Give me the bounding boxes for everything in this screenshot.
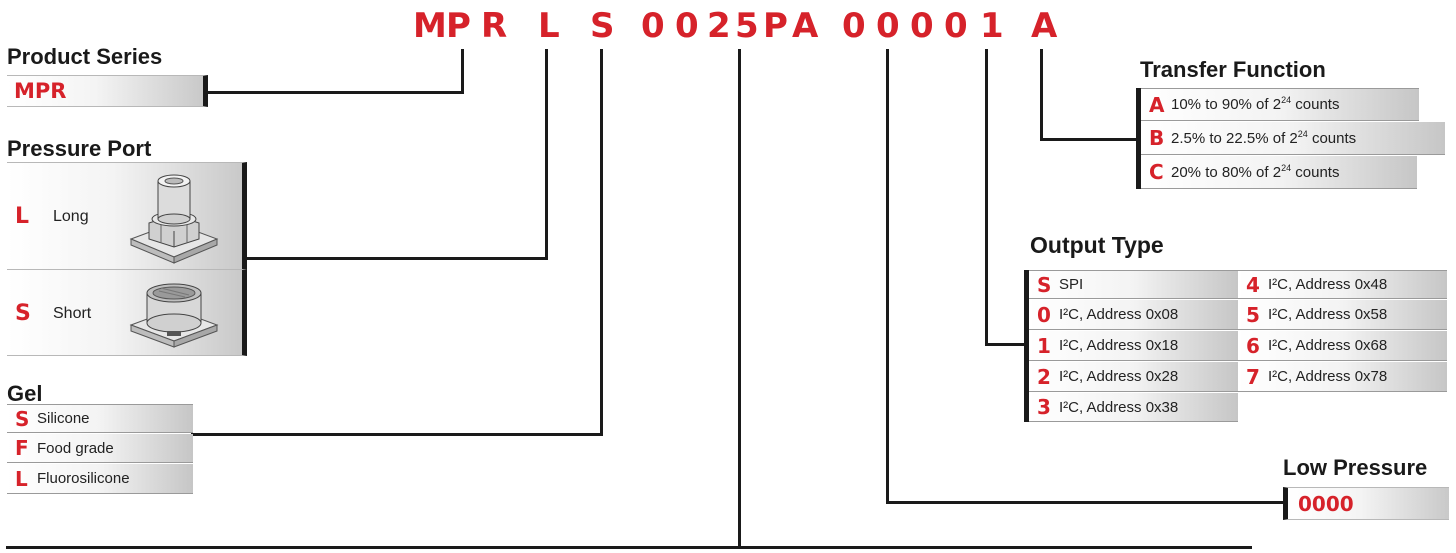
- part-number-char: R: [481, 6, 508, 46]
- part-number-char: A: [1031, 6, 1058, 46]
- transfer-function-label: 10% to 90% of 224 counts: [1171, 95, 1340, 114]
- part-number-char: 0: [675, 6, 699, 46]
- gel-code: F: [15, 436, 29, 460]
- connector-line: [886, 501, 1285, 504]
- connector-line: [245, 257, 548, 260]
- output-type-label: I²C, Address 0x58: [1268, 306, 1388, 323]
- output-type-code: S: [1037, 272, 1052, 297]
- part-number-char: A: [792, 6, 819, 46]
- gel-label: Fluorosilicone: [37, 470, 130, 487]
- part-number-char: 2: [707, 6, 731, 46]
- connector-line: [600, 49, 603, 436]
- part-number-char: S: [590, 6, 615, 46]
- connector-line: [985, 49, 988, 346]
- gel-option: S Silicone: [7, 404, 193, 433]
- low-pressure-code: 0000: [1298, 491, 1354, 516]
- output-type-code: 1: [1037, 333, 1051, 358]
- output-type-option: 3 I²C, Address 0x38: [1029, 393, 1238, 422]
- transfer-function-code: C: [1149, 160, 1164, 184]
- part-number-char: 0: [641, 6, 665, 46]
- transfer-function-bar: [1136, 88, 1141, 189]
- connector-line: [1040, 138, 1138, 141]
- output-type-option: S SPI: [1029, 270, 1238, 299]
- output-type-title: Output Type: [1030, 232, 1164, 258]
- gel-option: F Food grade: [7, 434, 193, 463]
- part-number-char: M: [413, 6, 447, 46]
- output-type-option: 7 I²C, Address 0x78: [1238, 362, 1447, 392]
- gel-title: Gel: [7, 381, 43, 406]
- pressure-port-label: Long: [53, 208, 89, 225]
- connector-line: [203, 91, 464, 94]
- long-port-sensor-icon: [129, 174, 219, 264]
- product-series-code: MPR: [14, 79, 67, 103]
- product-series-title: Product Series: [7, 44, 163, 69]
- output-type-label: I²C, Address 0x48: [1268, 276, 1388, 293]
- connector-line: [545, 49, 548, 260]
- output-type-option: 0 I²C, Address 0x08: [1029, 300, 1238, 330]
- output-type-option: 2 I²C, Address 0x28: [1029, 362, 1238, 392]
- output-type-option: 6 I²C, Address 0x68: [1238, 331, 1447, 361]
- output-type-label: I²C, Address 0x38: [1059, 398, 1179, 416]
- transfer-function-label: 20% to 80% of 224 counts: [1171, 162, 1340, 181]
- output-type-option: 1 I²C, Address 0x18: [1029, 331, 1238, 361]
- output-type-code: 6: [1246, 333, 1260, 358]
- short-port-sensor-icon: [129, 283, 219, 348]
- gel-code: L: [15, 466, 28, 491]
- output-type-code: 5: [1246, 302, 1260, 327]
- connector-line: [461, 49, 464, 94]
- part-number-char: P: [446, 6, 471, 46]
- pressure-port-code: S: [15, 301, 31, 326]
- output-type-code: 4: [1246, 272, 1260, 297]
- part-number-char: 0: [910, 6, 934, 46]
- connector-line: [985, 343, 1027, 346]
- output-type-label: I²C, Address 0x08: [1059, 306, 1179, 323]
- transfer-function-title: Transfer Function: [1140, 57, 1326, 82]
- connector-line: [1040, 49, 1043, 141]
- gel-code: S: [15, 406, 30, 431]
- connector-line: [886, 49, 889, 504]
- part-number-char: 0: [876, 6, 900, 46]
- output-type-label: I²C, Address 0x78: [1268, 368, 1388, 385]
- transfer-function-label: 2.5% to 22.5% of 224 counts: [1171, 128, 1357, 147]
- pressure-port-label: Short: [53, 305, 92, 322]
- gel-option: L Fluorosilicone: [7, 464, 193, 494]
- output-type-code: 7: [1246, 364, 1260, 389]
- output-type-code: 0: [1037, 302, 1051, 327]
- part-number-char: L: [538, 6, 560, 46]
- transfer-function-option: C 20% to 80% of 224 counts: [1141, 156, 1417, 189]
- low-pressure-title: Low Pressure: [1283, 455, 1428, 480]
- part-number-char: P: [763, 6, 788, 46]
- pressure-port-title: Pressure Port: [7, 136, 152, 161]
- product-series-option: MPR: [7, 75, 208, 107]
- pressure-port-option-short: S Short: [7, 270, 247, 356]
- output-type-label: I²C, Address 0x68: [1268, 337, 1388, 354]
- transfer-function-code: A: [1149, 92, 1165, 117]
- part-number-char: 0: [842, 6, 866, 46]
- part-number-char: 5: [735, 6, 759, 46]
- output-type-label: SPI: [1059, 276, 1084, 293]
- output-type-label: I²C, Address 0x28: [1059, 368, 1179, 385]
- output-type-code: 2: [1037, 364, 1051, 389]
- transfer-function-code: B: [1149, 126, 1165, 150]
- output-type-code: 3: [1037, 395, 1051, 419]
- connector-line: [6, 546, 1252, 549]
- part-number-char: 1: [980, 6, 1004, 46]
- part-number-char: 0: [944, 6, 968, 46]
- connector-line: [738, 49, 741, 548]
- gel-label: Silicone: [37, 410, 90, 427]
- output-type-bar: [1024, 270, 1029, 422]
- connector-line: [191, 433, 603, 436]
- transfer-function-option: A 10% to 90% of 224 counts: [1141, 88, 1419, 121]
- output-type-label: I²C, Address 0x18: [1059, 337, 1179, 354]
- low-pressure-option: 0000: [1283, 487, 1449, 520]
- transfer-function-option: B 2.5% to 22.5% of 224 counts: [1141, 122, 1445, 155]
- output-type-option: 5 I²C, Address 0x58: [1238, 300, 1447, 330]
- output-type-option: 4 I²C, Address 0x48: [1238, 270, 1447, 299]
- pressure-port-code: L: [15, 204, 30, 229]
- pressure-port-option-long: L Long: [7, 162, 247, 270]
- gel-label: Food grade: [37, 439, 114, 457]
